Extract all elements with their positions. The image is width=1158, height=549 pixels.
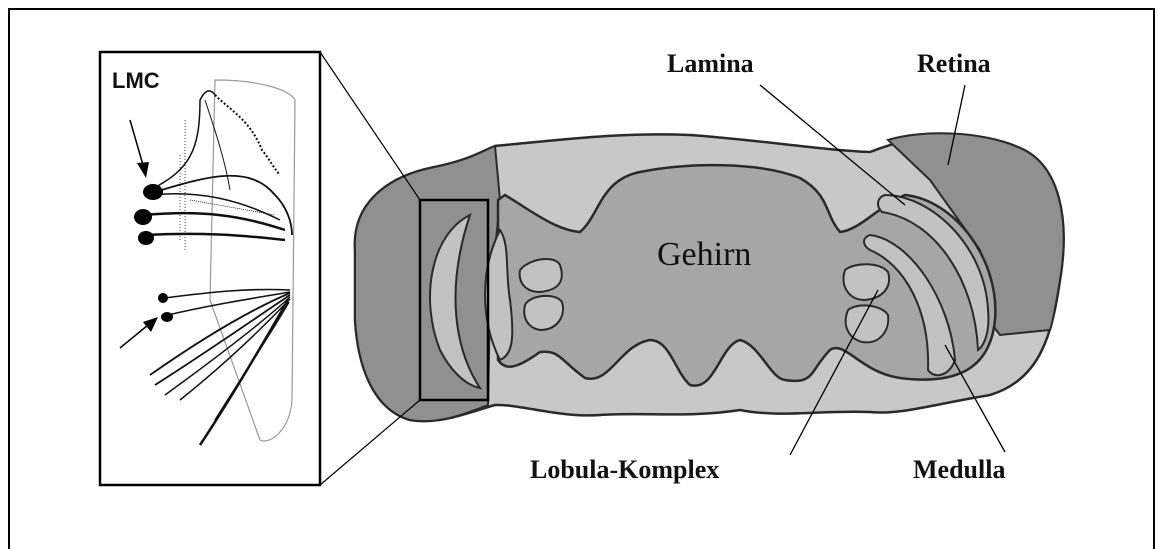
lobula-left-upper [520, 259, 562, 292]
label-lobula-komplex: Lobula-Komplex [530, 455, 719, 484]
label-lamina: Lamina [667, 49, 754, 78]
label-retina: Retina [917, 49, 991, 78]
label-lmc: LMC [112, 68, 160, 93]
label-medulla: Medulla [913, 455, 1005, 484]
head-cross-section [355, 133, 1064, 421]
lobula-right-upper [844, 264, 890, 300]
lmc-inset: LMC [100, 52, 320, 485]
label-gehirn: Gehirn [657, 236, 751, 273]
